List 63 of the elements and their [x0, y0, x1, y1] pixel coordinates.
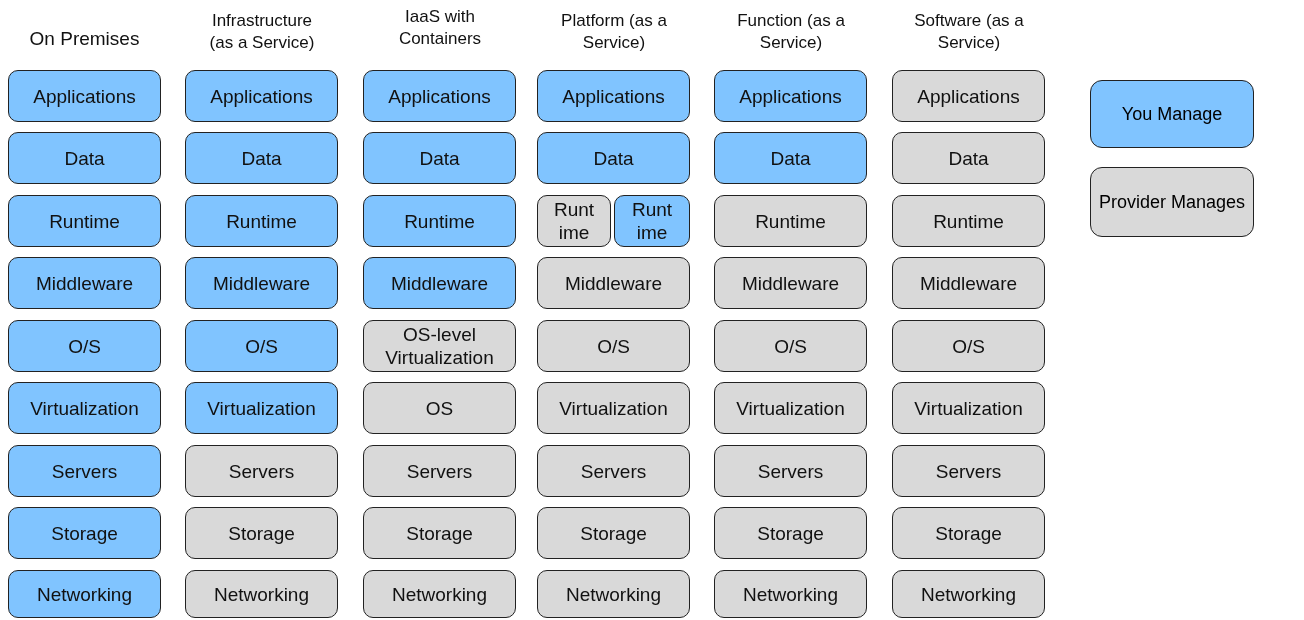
- stack-layer-box: Applications: [363, 70, 516, 122]
- stack-layer-box: Networking: [363, 570, 516, 618]
- stack-layer-box: Servers: [363, 445, 516, 497]
- stack-layer-box: Runtime: [363, 195, 516, 247]
- stack-layer-box: Virtualization: [8, 382, 161, 434]
- stack-layer-box: Middleware: [892, 257, 1045, 309]
- stack-layer-box: Runtime: [185, 195, 338, 247]
- stack-layer-box: Middleware: [714, 257, 867, 309]
- column-heading: On Premises: [28, 28, 141, 50]
- stack-layer-box: Data: [714, 132, 867, 184]
- stack-layer-box: Applications: [537, 70, 690, 122]
- legend-text: You Manage: [1121, 103, 1223, 125]
- stack-layer-box: Applications: [714, 70, 867, 122]
- stack-layer-box: Applications: [8, 70, 161, 122]
- stack-layer-box: OS: [363, 382, 516, 434]
- stack-layer-box: O/S: [537, 320, 690, 372]
- stack-layer-box: OS-level Virtualization: [363, 320, 516, 372]
- stack-layer-box: Networking: [537, 570, 690, 618]
- stack-layer-box: Servers: [714, 445, 867, 497]
- stack-layer-box: Middleware: [8, 257, 161, 309]
- stack-layer-box: Middleware: [363, 257, 516, 309]
- legend-text: Provider Manages: [1098, 191, 1246, 213]
- stack-layer-box: Virtualization: [714, 382, 867, 434]
- stack-layer-box: Runtime: [714, 195, 867, 247]
- stack-layer-box: O/S: [8, 320, 161, 372]
- stack-layer-box: Data: [8, 132, 161, 184]
- stack-layer-box: Runt ime: [614, 195, 690, 247]
- stack-layer-box: Runtime: [8, 195, 161, 247]
- stack-layer-box: Data: [185, 132, 338, 184]
- stack-layer-box: Virtualization: [185, 382, 338, 434]
- stack-layer-box: O/S: [185, 320, 338, 372]
- stack-layer-box: Servers: [537, 445, 690, 497]
- stack-layer-box: Virtualization: [892, 382, 1045, 434]
- stack-layer-box: Data: [363, 132, 516, 184]
- column-heading: Infrastructure (as a Service): [208, 10, 316, 54]
- stack-layer-box: Data: [892, 132, 1045, 184]
- stack-layer-box: Applications: [185, 70, 338, 122]
- stack-layer-box: Storage: [8, 507, 161, 559]
- stack-layer-box: Networking: [8, 570, 161, 618]
- stack-layer-box: Servers: [185, 445, 338, 497]
- stack-layer-box: O/S: [892, 320, 1045, 372]
- stack-layer-box: Runt ime: [537, 195, 611, 247]
- stack-layer-box: Middleware: [537, 257, 690, 309]
- stack-layer-box: O/S: [714, 320, 867, 372]
- column-heading: Function (as a Service): [736, 10, 846, 54]
- stack-layer-box: Storage: [714, 507, 867, 559]
- stack-layer-box: Middleware: [185, 257, 338, 309]
- stack-layer-box: Servers: [892, 445, 1045, 497]
- stack-layer-box: Servers: [8, 445, 161, 497]
- column-heading: Platform (as a Service): [560, 10, 668, 54]
- stack-layer-box: Applications: [892, 70, 1045, 122]
- stack-layer-box: Storage: [892, 507, 1045, 559]
- stack-layer-box: Virtualization: [537, 382, 690, 434]
- column-heading: Software (as a Service): [913, 10, 1025, 54]
- stack-layer-box: Networking: [185, 570, 338, 618]
- stack-layer-box: Runtime: [892, 195, 1045, 247]
- stack-layer-box: Data: [537, 132, 690, 184]
- stack-layer-box: Storage: [363, 507, 516, 559]
- column-heading: IaaS with Containers: [397, 6, 483, 50]
- stack-layer-box: Storage: [185, 507, 338, 559]
- stack-layer-box: Networking: [714, 570, 867, 618]
- stack-layer-box: Networking: [892, 570, 1045, 618]
- stack-layer-box: Storage: [537, 507, 690, 559]
